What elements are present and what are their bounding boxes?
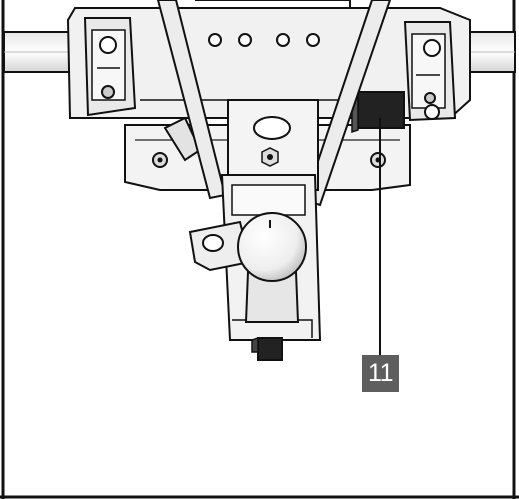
- receiver-tube: [227, 99, 319, 191]
- pin-knob: [251, 336, 283, 361]
- hitch-ball: [237, 212, 307, 323]
- right-clamp: [403, 21, 457, 122]
- left-clamp: [83, 17, 137, 117]
- part-11-block: [351, 91, 405, 134]
- chain-tab: [188, 220, 252, 272]
- callout-11-badge: 11: [362, 355, 399, 392]
